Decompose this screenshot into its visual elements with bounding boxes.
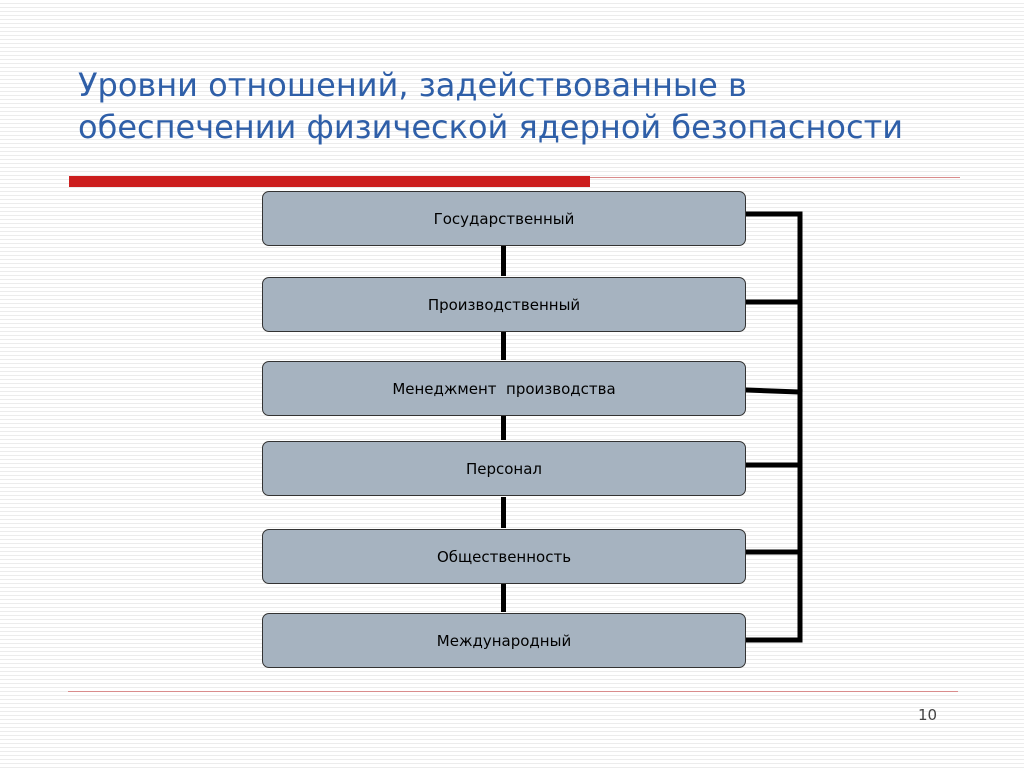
level-label: Международный xyxy=(436,631,572,650)
level-label: Производственный xyxy=(427,295,581,314)
connector-5-6 xyxy=(501,584,506,612)
slide-title: Уровни отношений, задействованные в обес… xyxy=(78,64,978,148)
connector-1-2 xyxy=(501,246,506,276)
level-box-international: Международный xyxy=(262,613,746,668)
slide-title-line-2: обеспечении физической ядерной безопасно… xyxy=(78,108,904,146)
level-label: Государственный xyxy=(433,209,575,228)
level-box-public: Общественность xyxy=(262,529,746,584)
level-box-personnel: Персонал xyxy=(262,441,746,496)
title-accent-bar xyxy=(69,176,590,187)
level-label: Общественность xyxy=(436,547,572,566)
footer-divider-line xyxy=(68,691,958,692)
connector-4-5 xyxy=(501,497,506,528)
bracket-tick-3 xyxy=(743,387,803,395)
level-label: Менеджмент производства xyxy=(392,379,616,398)
level-box-state: Государственный xyxy=(262,191,746,246)
page-number: 10 xyxy=(918,706,938,724)
level-box-production-management: Менеджмент производства xyxy=(262,361,746,416)
slide-title-line-1: Уровни отношений, задействованные в xyxy=(78,66,747,104)
connector-2-3 xyxy=(501,332,506,360)
level-label: Персонал xyxy=(465,459,543,478)
connector-3-4 xyxy=(501,416,506,440)
title-divider-line xyxy=(590,177,960,178)
level-box-production: Производственный xyxy=(262,277,746,332)
